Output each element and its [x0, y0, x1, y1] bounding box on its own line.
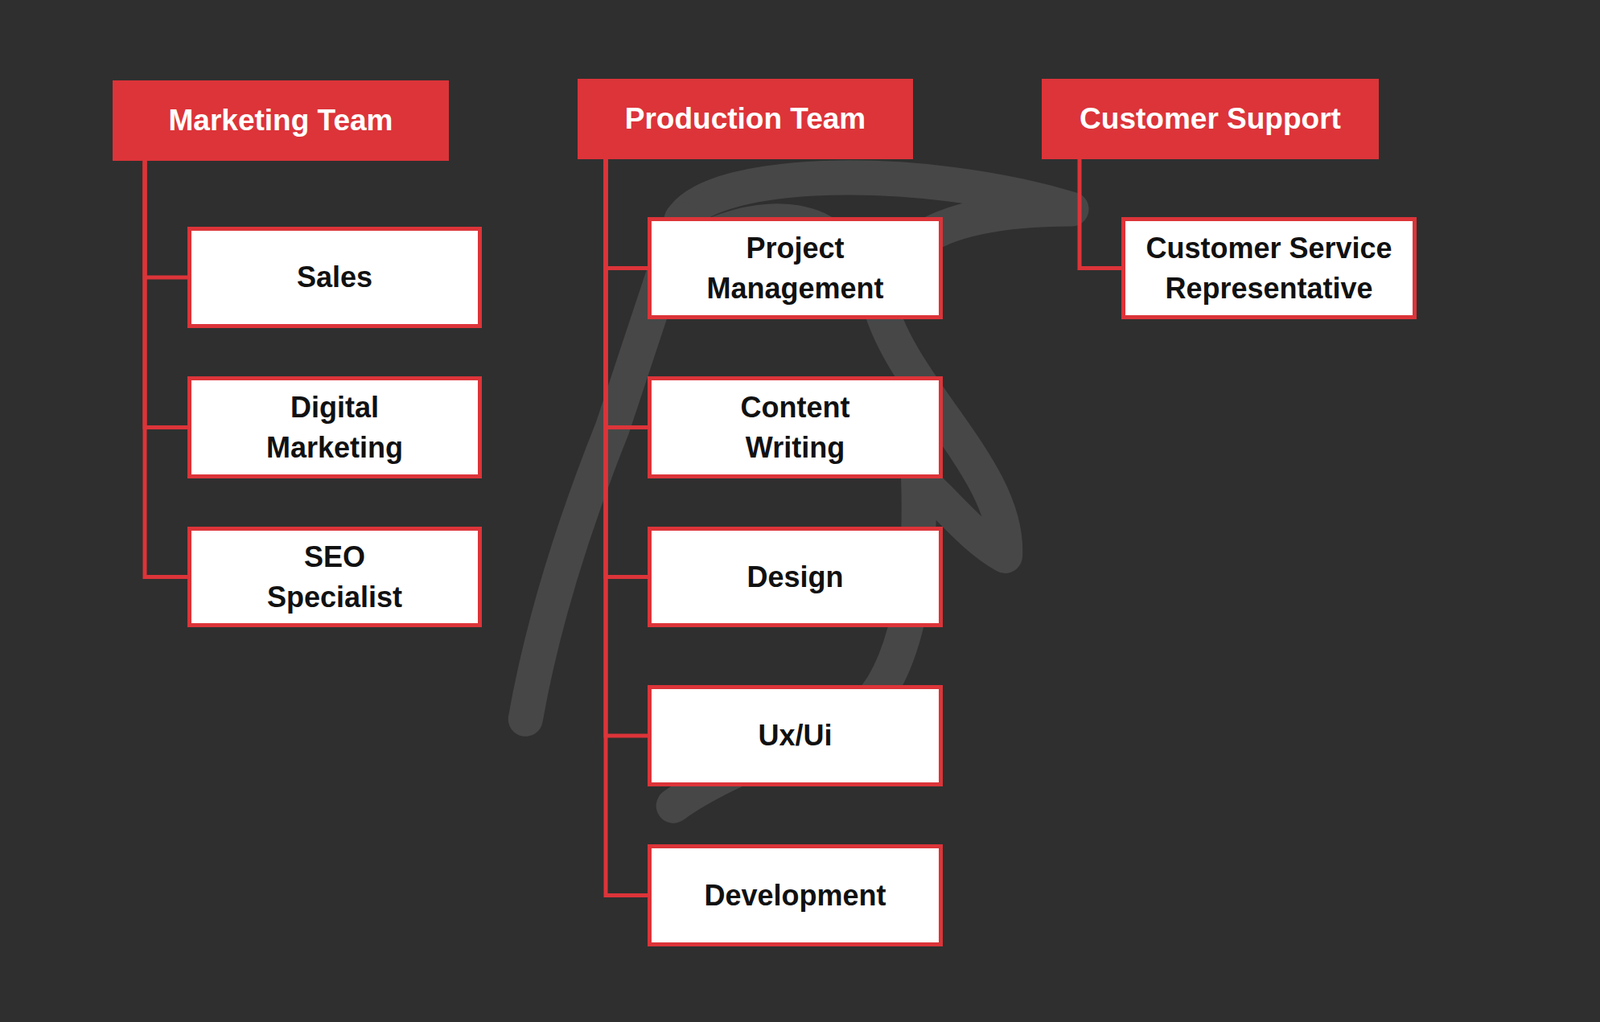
connector-line: [605, 159, 648, 428]
role-box: Content Writing: [647, 376, 943, 479]
connector-line: [605, 159, 648, 269]
text-wrap: Project Management: [699, 228, 893, 309]
text-wrap: Design: [746, 557, 844, 598]
header-text: Customer Support: [1079, 102, 1341, 136]
team-header: Customer Support: [1041, 78, 1379, 160]
role-box: Development: [647, 844, 943, 947]
role-box: Design: [647, 526, 943, 628]
text-wrap: SEO Specialist: [254, 537, 416, 618]
text-wrap: Customer Service Representative: [1132, 228, 1407, 309]
text-wrap: Development: [703, 876, 886, 917]
team-header: Production Team: [577, 78, 914, 160]
role-text: SEO Specialist: [254, 537, 416, 618]
text-wrap: Customer Support: [1079, 102, 1341, 136]
connector-line: [144, 160, 188, 278]
role-text: Design: [746, 557, 844, 598]
team-header: Marketing Team: [112, 80, 449, 161]
role-text: Content Writing: [715, 387, 877, 469]
role-text: Customer Service Representative: [1132, 228, 1407, 309]
role-text: Project Management: [699, 228, 893, 309]
role-box: Ux/Ui: [647, 685, 943, 787]
connector-line: [605, 159, 648, 737]
text-wrap: Sales: [296, 257, 373, 298]
header-text: Production Team: [625, 102, 866, 136]
connector-line: [605, 159, 648, 578]
role-text: Sales: [296, 257, 373, 298]
role-text: Development: [703, 876, 886, 917]
text-wrap: Content Writing: [715, 387, 877, 469]
role-box: Project Management: [647, 217, 943, 320]
role-text: Ux/Ui: [757, 715, 832, 757]
header-text: Marketing Team: [168, 103, 394, 138]
text-wrap: Production Team: [625, 102, 866, 136]
connector-line: [144, 160, 188, 428]
connector-line: [605, 159, 648, 897]
connector-line: [144, 160, 188, 578]
text-wrap: Digital Marketing: [254, 387, 416, 469]
connector-line: [1079, 159, 1122, 269]
role-text: Digital Marketing: [254, 387, 416, 469]
role-box: Sales: [187, 226, 482, 329]
role-box: Customer Service Representative: [1121, 217, 1417, 320]
role-box: Digital Marketing: [187, 376, 482, 479]
text-wrap: Marketing Team: [168, 103, 394, 138]
text-wrap: Ux/Ui: [757, 715, 832, 757]
role-box: SEO Specialist: [187, 526, 482, 628]
